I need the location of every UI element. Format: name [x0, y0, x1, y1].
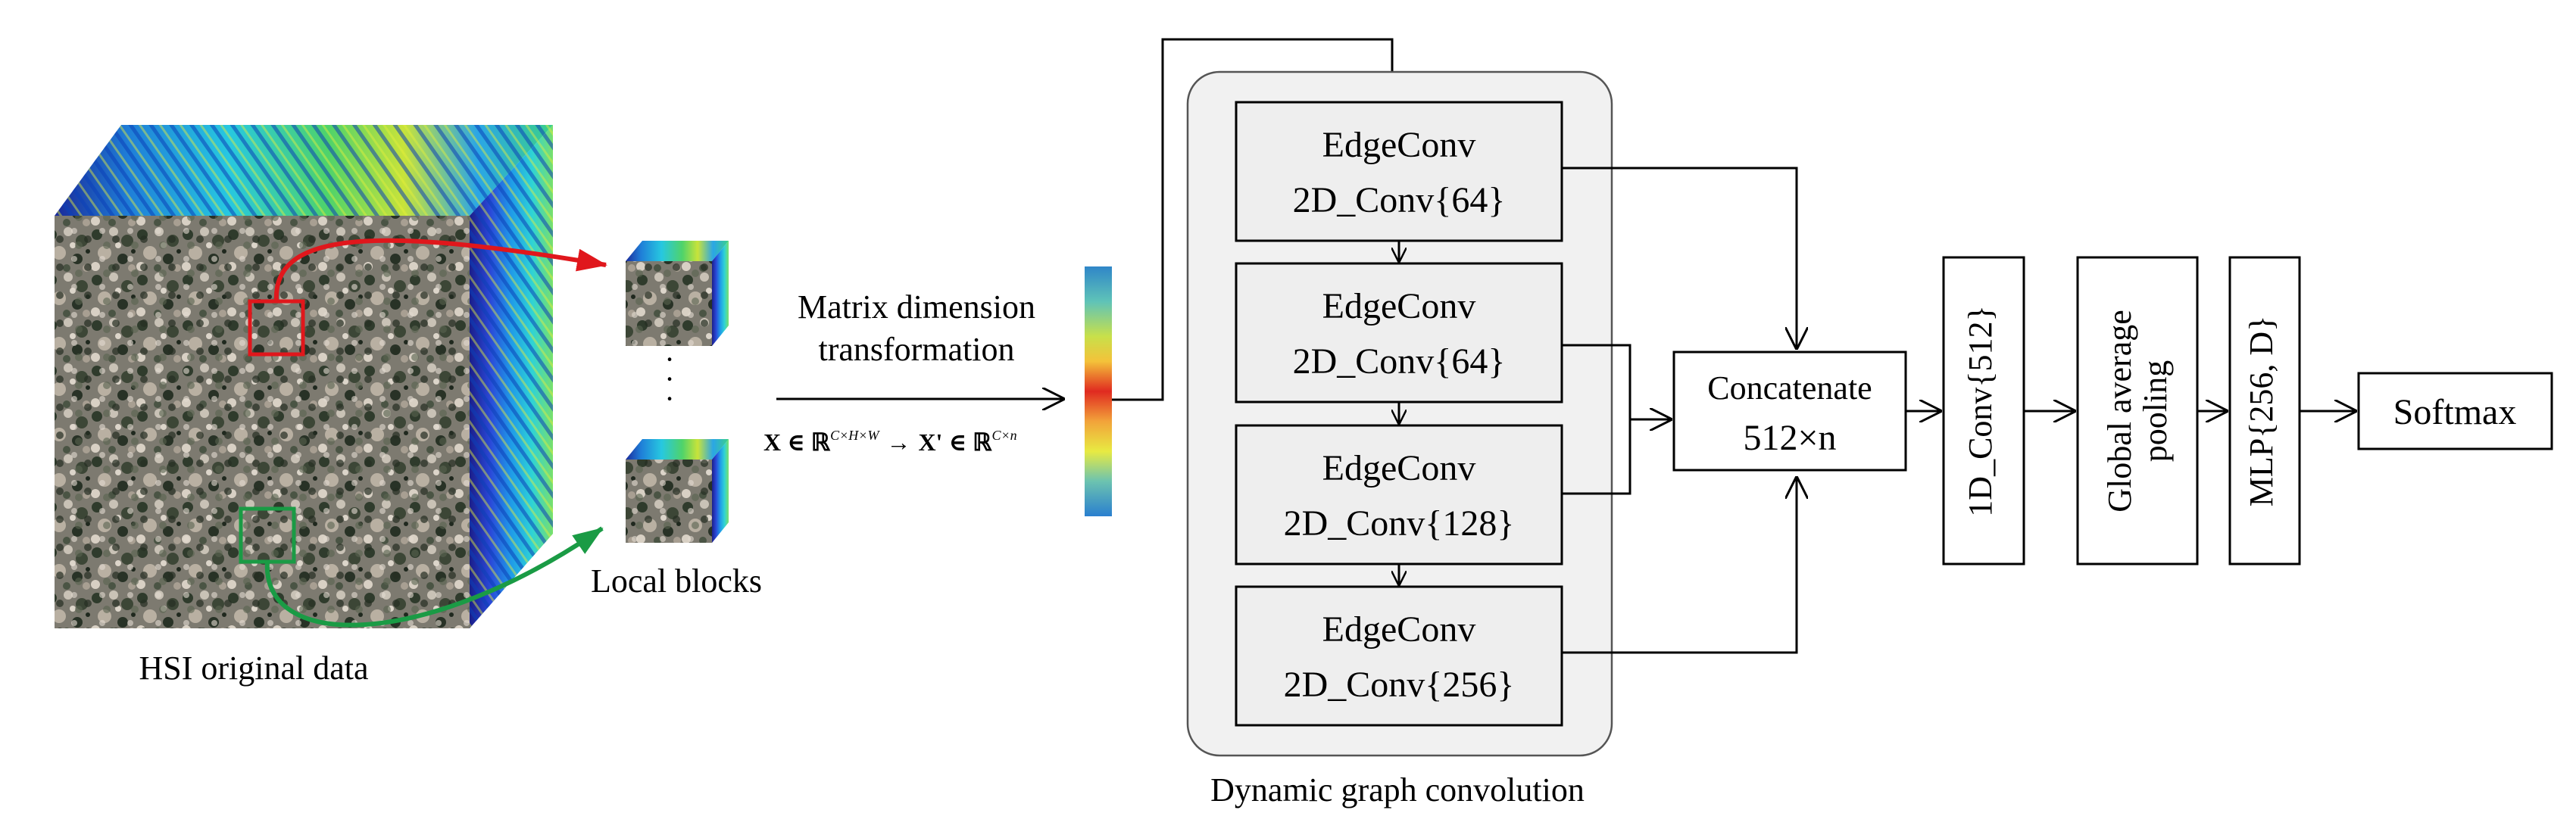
- local-blocks-caption: Local blocks: [591, 562, 762, 600]
- hsi-caption: HSI original data: [139, 650, 368, 687]
- concatenate-block: Concatenate 512×n: [1672, 351, 1907, 472]
- gap-block: Global average pooling: [2076, 256, 2199, 565]
- edgeconv-block-1: EdgeConv 2D_Conv{64}: [1235, 101, 1563, 242]
- edgeconv-1-line2: 2D_Conv{64}: [1293, 180, 1506, 220]
- hsi-cube: [55, 125, 607, 628]
- transform-label-line1: Matrix dimension: [798, 288, 1035, 326]
- formula-right-sup: C×n: [991, 428, 1016, 443]
- dgc-caption: Dynamic graph convolution: [1210, 771, 1585, 809]
- formula-left: X ∈ ℝ: [763, 428, 831, 456]
- edgeconv-3-line1: EdgeConv: [1322, 448, 1476, 488]
- feature-vector-bar: [1085, 266, 1112, 516]
- edgeconv4-to-concat: [1562, 477, 1797, 654]
- formula-left-sup: C×H×W: [830, 428, 880, 443]
- edgeconv-block-2: EdgeConv 2D_Conv{64}: [1235, 262, 1563, 403]
- edgeconv-2-line2: 2D_Conv{64}: [1293, 341, 1506, 382]
- edgeconv-3-line2: 2D_Conv{128}: [1284, 503, 1515, 544]
- concat-line2: 512×n: [1743, 418, 1836, 458]
- edgeconv-1-line1: EdgeConv: [1322, 125, 1476, 165]
- local-blocks-ellipsis: ···: [664, 342, 674, 416]
- mlp-label: MLP{256, D}: [2243, 316, 2280, 506]
- edgeconv-4-line1: EdgeConv: [1322, 609, 1476, 650]
- local-block-top: [626, 241, 729, 346]
- formula-arrow: →: [886, 428, 910, 456]
- edgeconv1-to-concat: [1562, 167, 1797, 349]
- edgeconv-block-3: EdgeConv 2D_Conv{128}: [1235, 424, 1563, 565]
- transform-formula: X ∈ ℝC×H×W → X' ∈ ℝC×n: [763, 428, 1017, 456]
- formula-right: X' ∈ ℝ: [918, 428, 992, 456]
- edgeconv-2-line1: EdgeConv: [1322, 286, 1476, 326]
- vector-to-edgeconv-line: [1112, 38, 1392, 401]
- conv1d-label: 1D_Conv{512}: [1962, 305, 1999, 516]
- local-block-bottom: [626, 439, 729, 543]
- concat-line1: Concatenate: [1707, 369, 1872, 407]
- red-curve-arrow: [273, 238, 607, 302]
- transform-label-line2: transformation: [818, 331, 1014, 368]
- softmax-block: Softmax: [2357, 372, 2553, 450]
- edgeconv-4-line2: 2D_Conv{256}: [1284, 665, 1515, 705]
- gap-line2: pooling: [2137, 360, 2174, 462]
- green-curve-arrow: [264, 526, 604, 628]
- softmax-label: Softmax: [2393, 392, 2517, 432]
- edgeconv-block-4: EdgeConv 2D_Conv{256}: [1235, 585, 1563, 727]
- gap-line1: Global average: [2101, 310, 2138, 513]
- conv1d-block: 1D_Conv{512}: [1942, 256, 2025, 565]
- mlp-block: MLP{256, D}: [2228, 256, 2301, 565]
